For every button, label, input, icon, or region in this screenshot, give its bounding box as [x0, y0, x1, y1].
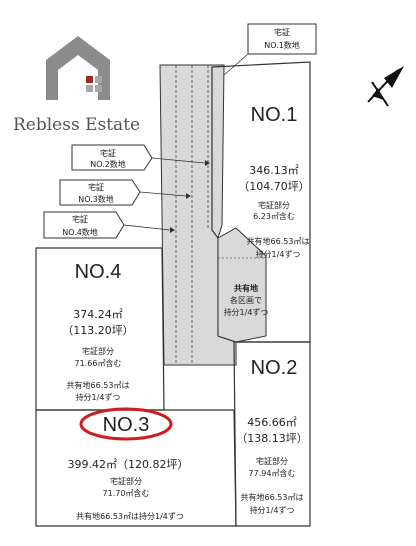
lot-no4-title: NO.4	[75, 261, 122, 283]
lot-no1-part-label: 宅証部分	[258, 200, 290, 210]
lot-no2-shared-line1: 共有地66.53㎡は	[241, 492, 304, 502]
callout-no1: 宅証 NO.1数地	[223, 23, 317, 76]
lot-no2-part-label: 宅証部分	[256, 456, 288, 466]
lot-no2-shared-line2: 持分1/4ずつ	[250, 505, 295, 515]
lot-no4-tsubo: （113.20坪）	[62, 324, 134, 337]
lot-no4-shared-line2: 持分1/4ずつ	[76, 392, 121, 402]
callout-no2-line2: NO.2数地	[90, 159, 126, 169]
lot-no3-info: NO.3 399.42㎡（120.82坪） 宅証部分 71.70㎡含む 共有地6…	[68, 407, 189, 521]
lot-no3-shared-line: 共有地66.53㎡は持分1/4ずつ	[76, 511, 184, 521]
lot-no2-area: 456.66㎡	[247, 416, 297, 429]
callout-no1-line2: NO.1数地	[264, 40, 300, 50]
callout-no4: 宅証 NO.4数地	[43, 211, 175, 239]
lot-no2-title: NO.2	[251, 357, 298, 379]
highlight-circle	[79, 407, 173, 441]
callout-no1-line1: 宅証	[274, 27, 290, 37]
callout-no2: 宅証 NO.2数地	[71, 144, 210, 171]
lot-no3-outline	[35, 409, 237, 527]
shared-land-line3: 持分1/4ずつ	[224, 307, 269, 317]
callout-no4-line2: NO.4数地	[62, 227, 98, 237]
lot-no4-shared-line1: 共有地66.53㎡は	[67, 380, 130, 390]
lot-no2-part-value: 77.94㎡含む	[249, 468, 296, 478]
callout-no3-line1: 宅証	[88, 182, 104, 192]
lot-no1-title: NO.1	[251, 104, 298, 126]
company-logo: Rebless Estate	[13, 36, 140, 135]
shared-land-info: 共有地 各区画で 持分1/4ずつ	[224, 283, 269, 317]
callout-no3-line2: NO.3数地	[78, 194, 114, 204]
lot-no4-info: NO.4 374.24㎡ （113.20坪） 宅証部分 71.66㎡含む 共有地…	[62, 261, 134, 402]
lot-no2-tsubo: （138.13坪）	[236, 432, 308, 445]
lot-no3-part-value: 71.70㎡含む	[103, 488, 150, 498]
lot-no1-info: NO.1 346.13㎡ （104.70坪） 宅証部分 6.23㎡含む 共有地6…	[238, 104, 310, 259]
lot-no4-part-value: 71.66㎡含む	[75, 358, 122, 368]
lot-no4-area: 374.24㎡	[73, 308, 123, 321]
lot-no4-part-label: 宅証部分	[82, 346, 114, 356]
lot-no1-shared-line2: 持分1/4ずつ	[256, 249, 301, 259]
shared-land-title: 共有地	[234, 283, 258, 293]
lot-no4-outline	[35, 247, 165, 411]
brand-name: Rebless Estate	[13, 115, 140, 135]
lot-no1-tsubo: （104.70坪）	[238, 180, 310, 193]
callout-no2-line1: 宅証	[100, 148, 116, 158]
lot-no1-shared-line1: 共有地66.53㎡は	[247, 236, 310, 246]
lot-no2-info: NO.2 456.66㎡ （138.13坪） 宅証部分 77.94㎡含む 共有地…	[236, 357, 308, 515]
lot-no3-area: 399.42㎡（120.82坪）	[68, 458, 189, 471]
lot-no1-part-value: 6.23㎡含む	[253, 211, 295, 221]
lot-no3-part-label: 宅証部分	[110, 476, 142, 486]
shared-land-area	[217, 227, 267, 343]
shared-land-line2: 各区画で	[230, 295, 262, 305]
callout-no4-line1: 宅証	[72, 214, 88, 224]
lot-no1-area: 346.13㎡	[249, 164, 299, 177]
lot-no3-title: NO.3	[103, 414, 150, 436]
callout-no3: 宅証 NO.3数地	[59, 179, 191, 206]
north-arrow-icon	[367, 66, 404, 107]
